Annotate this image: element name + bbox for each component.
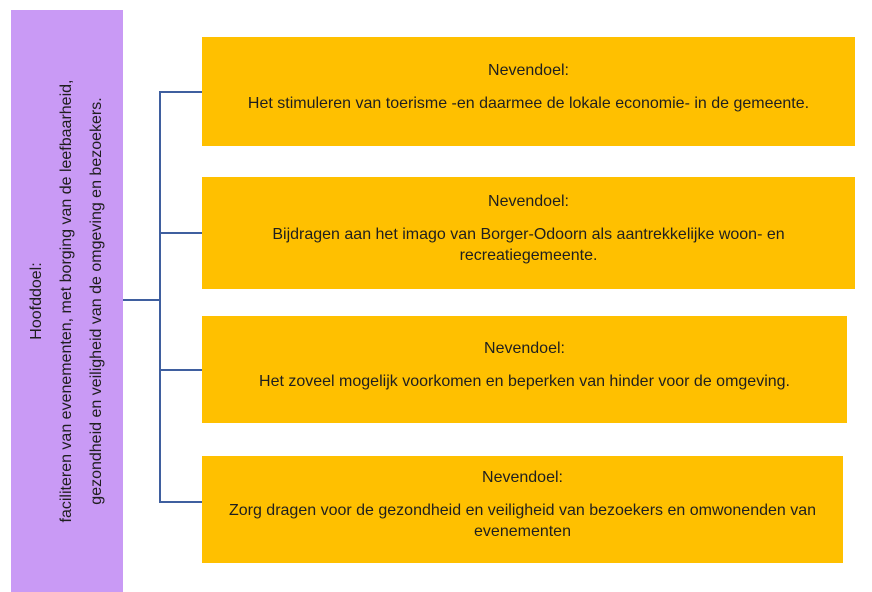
- connector-trunk: [159, 91, 161, 503]
- sub-goal-text-line: recreatiegemeente.: [459, 246, 598, 264]
- sub-goal-text-line: Het stimuleren van toerisme -en daarmee …: [247, 94, 810, 112]
- main-goal-text: Hoofddoel: faciliteren van evenementen, …: [22, 15, 112, 587]
- connector-branch-2: [159, 232, 202, 234]
- sub-goal-text-line: Het zoveel mogelijk voorkomen en beperke…: [259, 372, 790, 390]
- sub-goal-box-3: Nevendoel: Het zoveel mogelijk voorkomen…: [202, 316, 847, 423]
- main-goal-text-line: gezondheid en veiligheid van de omgeving…: [88, 97, 105, 505]
- sub-goal-box-4: Nevendoel: Zorg dragen voor de gezondhei…: [202, 456, 843, 563]
- sub-goal-text-line: evenementen: [474, 523, 571, 540]
- connector-branch-4: [159, 501, 202, 503]
- sub-goal-box-2: Nevendoel: Bijdragen aan het imago van B…: [202, 177, 855, 289]
- main-goal-box: Hoofddoel: faciliteren van evenementen, …: [11, 10, 123, 592]
- connector-branch-3: [159, 369, 202, 371]
- main-goal-heading: Hoofddoel:: [28, 262, 45, 340]
- sub-goal-text-line: Zorg dragen voor de gezondheid en veilig…: [228, 502, 817, 519]
- sub-goal-heading: Nevendoel:: [482, 469, 563, 486]
- connector-branch-1: [159, 91, 202, 93]
- sub-goal-box-1: Nevendoel: Het stimuleren van toerisme -…: [202, 37, 855, 146]
- sub-goal-heading: Nevendoel:: [488, 192, 569, 210]
- connector-stub-main: [123, 299, 160, 301]
- sub-goal-heading: Nevendoel:: [488, 61, 569, 79]
- main-goal-text-line: faciliteren van evenementen, met borging…: [58, 79, 75, 523]
- sub-goal-heading: Nevendoel:: [484, 339, 565, 357]
- sub-goal-text-line: Bijdragen aan het imago van Borger-Odoor…: [272, 225, 785, 243]
